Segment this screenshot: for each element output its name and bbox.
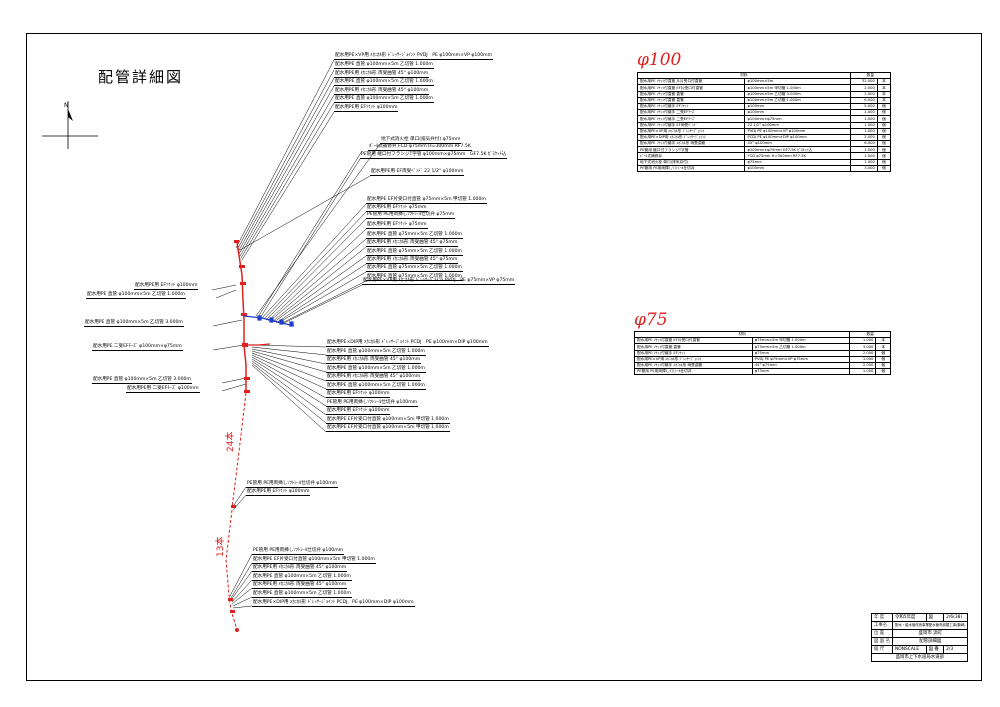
fitting-label: 配水用PE 直管 φ75mm×5m 乙切管 1.000m [366,274,463,281]
fitting-label: 配水用PE用 EFｿｹｯﾄ φ100mm [246,489,311,496]
tb-key: 位 置 [871,629,893,638]
drawing-frame [26,33,982,681]
fitting-label: 配水用PE用 ﾒｶﾆｶﾙ形 両受曲管 45° φ100mm [252,565,348,572]
fitting-label: 地下式消火栓 単口(排気弁付) φ75mm [380,137,462,144]
fitting-label: 配水用PE用 EF両受ﾍﾞﾝﾄﾞ 22 1/2° φ100mm [370,169,465,176]
tb-sheet: 2/6(38) [943,613,969,622]
pipe-count-label: 13本 [216,536,226,557]
fitting-label: 配水用PE用 ﾒｶﾆｶﾙ形 両受曲管 45° φ75mm [366,240,459,247]
tb-key: 図 面 名 [871,637,893,646]
fitting-label: PE管用 PE用両挿しｿﾌﾄｼｰﾙ仕切弁 φ100mm [326,400,419,407]
fitting-label: 配水用PE 直管 φ100mm×5m 乙切管 1.000m [334,96,434,103]
fitting-label: PE管用 PE用両挿しｿﾌﾄｼｰﾙ仕切弁 φ75mm [366,212,456,219]
pipe-count-label: 24本 [226,431,236,452]
material-spec: φ75mm [751,368,851,376]
title-block: 年 度 令和5年度 図 2/6(38) 工事名 配水・給水管改良事業配水管布設替… [870,613,969,662]
tb-office: 盛岡市上下水道局水道部 [870,653,969,662]
fitting-label: 配水用PE 直管 φ100mm×5m 乙切管 1.000m [86,292,186,299]
fitting-label: 配水用PE EF片受口付直管 φ75mm×5m 甲切管 1.000m [366,197,487,204]
branch-pipe-blue [243,315,295,327]
fitting-label: 配水用PE 直管 φ100mm×5m 乙切管 1.000m [334,79,434,86]
table-heading-100: φ100 [637,50,682,70]
tb-project: 配水・給水管改良事業配水管布設替工事(鶴崎) [891,621,969,630]
fitting-label: 配水用PE用 ﾒｶﾆｶﾙ形 両受曲管 45° φ100mm [334,71,430,78]
fitting-label: 配水用PE 二受EFﾁｰｽﾞ φ100mm×φ75mm [92,344,183,351]
fitting-label: 配水用PE×DIP用 ﾒｶﾆｶﾙ形 ﾄﾞﾚｯｻｰｼﾞｮｲﾝﾄ PCDJ PE φ… [252,600,415,607]
fitting-label: 配水用PE EF片受口付直管 φ100mm×5m 甲切管 1.000m [252,557,376,564]
unit: 個 [875,368,891,376]
fitting-label: 配水用PE 直管 φ100mm×5m 乙切管 1.000m [326,349,426,356]
unit: 個 [876,164,892,173]
tb-name: 配管詳細図 [891,637,969,646]
fitting-label: 配水用PE×DIP用 ﾒｶﾆｶﾙ形 ﾄﾞﾚｯｻｰｼﾞｮｲﾝﾄ PCDJ PE φ… [326,340,489,347]
tb-year: 令和5年度 [892,613,927,622]
fitting-label: 配水用PE用 EFｿｹｯﾄ φ100mm [326,408,391,415]
fitting-label: ﾎﾞｰﾙ式補修弁 FCD φ75mm H=300mm RF7.5K [368,144,472,151]
north-arrow-icon: N [42,101,98,149]
fitting-label: 配水用PE用 EFｿｹｯﾄ φ100mm [326,391,391,398]
fitting-label: 配水用PE用 二受EFﾁｰｽﾞ φ100mm [126,386,200,393]
main-pipe-red [225,241,271,631]
fitting-label: 配水用PE EF片受口付直管 φ100mm×5m 甲切管 1.000m [326,417,450,424]
material-spec: φ100mm [744,164,851,173]
fitting-label: 配水用PE×VP用 ﾒｶﾆｶﾙ形 ﾄﾞﾚｯｻｰｼﾞｮｲﾝﾄ PVDJ PE φ7… [362,278,516,285]
page-title: 配管詳細図 [98,68,184,86]
tb-key: 図 [925,613,945,622]
fitting-label: 配水用PE 直管 φ75mm×5m 乙切管 1.000m [366,249,463,256]
fitting-label: 配水用PE 直管 φ75mm×5m 乙切管 1.000m [366,265,463,272]
fitting-label: 配水用PE 直管 φ100mm×5m 乙切管 1.000m [334,62,434,69]
tb-key: 図 番 [925,645,945,654]
fitting-label: 配水用PE 直管 φ75mm×5m 乙切管 1.000m [366,232,463,239]
fitting-label: 配水用PE 直管 φ100mm×5m 乙切管 1.000m [252,574,352,581]
material-name: PE管用 PE用両挿しｿﾌﾄｼｰﾙ仕切弁 [634,368,753,376]
material-name: PE管用 PE用両挿しｿﾌﾄｼｰﾙ仕切弁 [636,164,746,173]
fitting-label: PE管用 継口付フランジT字管 φ100mm×φ75mm GF7.5K ｶﾞｽｹ… [360,152,508,159]
fitting-label: 配水用PE 直管 φ100mm×5m 乙切管 3.000m [84,320,184,327]
fittings-red [228,240,250,632]
table-heading-75: φ75 [634,310,668,330]
fitting-label: 配水用PE×VP用 ﾒｶﾆｶﾙ形 ﾄﾞﾚｯｻｰｼﾞｮｲﾝﾄ PVDJ PE φ1… [334,53,494,60]
fitting-label: 配水用PE用 ﾒｶﾆｶﾙ形 両受曲管 45° φ100mm [326,357,422,364]
fitting-label: 配水用PE 直管 φ100mm×5m 乙切管 1.000m [326,383,426,390]
svg-text:N: N [64,102,69,109]
tb-place: 盛岡市 流町 [891,629,969,638]
fitting-label: 配水用PE用 ﾒｶﾆｶﾙ形 両受曲管 45° φ100mm [326,374,422,381]
tb-key: 年 度 [871,613,893,622]
fitting-label: 配水用PE用 EFｿｹｯﾄ φ75mm [366,205,428,212]
fitting-label: 配水用PE 直管 φ100mm×5m 乙切管 1.000m [252,591,352,598]
fitting-label: 配水用PE 直管 φ100mm×5m 乙切管 3.000m [92,377,192,384]
fitting-label: 配水用PE EF片受口付直管 φ100mm×5m 甲切管 1.000m [326,425,450,432]
fitting-label: PE管用 PE用両挿しｿﾌﾄｼｰﾙ仕切弁 φ100mm [246,481,339,488]
fitting-label: 配水用PE用 EFｿｹｯﾄ φ100mm [134,283,199,290]
leader-lines [211,59,381,609]
fitting-label: 配水用PE用 EFｿｹｯﾄ φ75mm [366,222,428,229]
tb-key: 工事名 [871,621,893,630]
fitting-label: PE管用 PE用両挿しｿﾌﾄｼｰﾙ仕切弁 φ100mm [252,548,345,555]
tb-scale: NONSCALE [892,645,927,654]
fitting-label: 配水用PE用 ﾒｶﾆｶﾙ形 両受曲管 45° φ100mm [252,582,348,589]
fitting-label: 配水用PE用 ﾒｶﾆｶﾙ形 両受曲管 45° φ75mm [366,257,459,264]
fitting-label: 配水用PE用 ﾒｶﾆｶﾙ形 両受曲管 45° φ100mm [334,88,430,95]
fitting-label: 配水用PE 直管 φ100mm×5m 乙切管 1.000m [326,366,426,373]
tb-key: 縮 尺 [871,645,893,654]
tb-num: 2/3 [943,645,969,654]
quantity: 3.000 [849,164,878,173]
quantity: 1.000 [849,368,877,376]
fitting-label: 配水用PE用 EFｿｹｯﾄ φ100mm [334,105,399,112]
